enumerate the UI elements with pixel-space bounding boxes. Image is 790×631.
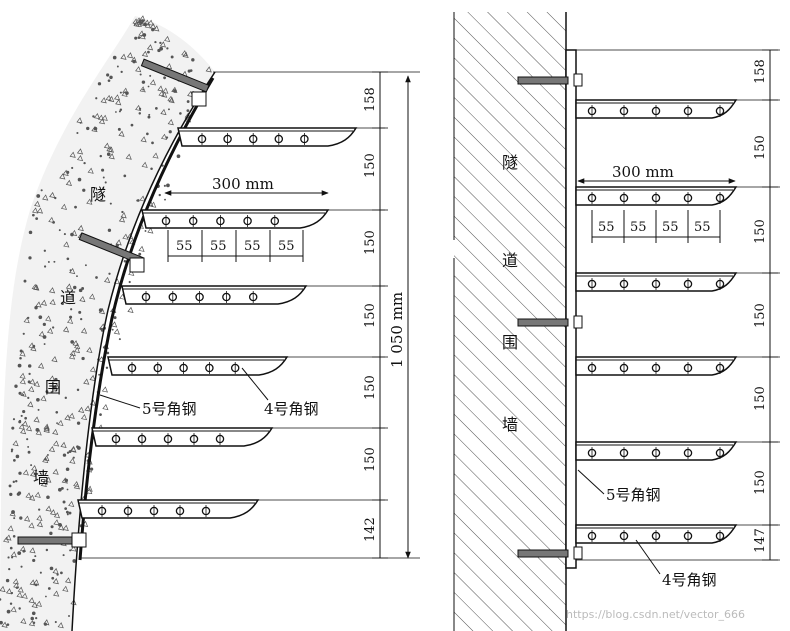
left-bracket-arm-5 (91, 427, 385, 447)
left-bracket-arm-6 (77, 499, 385, 519)
left-vdim-2: 150 (363, 153, 378, 178)
right-spacing-2: 55 (630, 220, 647, 235)
right-vdim-7: 147 (753, 528, 768, 553)
right-vdim-1: 158 (753, 59, 768, 84)
right-angle4-leader (635, 539, 661, 575)
right-bracket-arm-5 (575, 441, 780, 461)
left-vdim-3: 150 (363, 230, 378, 255)
right-anchor-bolt-2 (517, 315, 583, 329)
right-bracket-arm-3 (575, 272, 780, 292)
left-wall-char-2: 道 (60, 288, 76, 307)
right-angle5-leader (577, 469, 605, 495)
right-vdim-2: 150 (753, 135, 768, 160)
right-bracket-arm-6 (575, 524, 780, 544)
right-vertical-dim-chain: 158 150 150 150 150 150 147 (576, 49, 780, 561)
right-spacing-1: 55 (598, 220, 615, 235)
watermark: https://blog.csdn.net/vector_666 (566, 608, 745, 621)
right-hole-spacing-dims: 55 55 55 55 (591, 210, 721, 243)
right-vdim-5: 150 (753, 386, 768, 411)
left-bracket-arm-1 (177, 127, 385, 147)
right-spacing-4: 55 (694, 220, 711, 235)
right-width-label: 300 mm (612, 163, 674, 181)
right-vdim-6: 150 (753, 470, 768, 495)
left-anchor-bolt-2 (78, 232, 145, 273)
left-angle5-leader (99, 394, 141, 409)
left-vdim-7: 142 (363, 517, 378, 542)
left-width-label: 300 mm (212, 175, 274, 193)
left-wall-char-3: 围 (45, 378, 61, 397)
left-bracket-arm-4 (107, 356, 385, 376)
left-wall-char-4: 墙 (33, 468, 49, 487)
right-wall-char-2: 道 (502, 251, 518, 270)
left-concrete-texture (0, 15, 212, 629)
right-wall-char-1: 隧 (502, 153, 518, 172)
right-wall-char-4: 墙 (502, 415, 518, 434)
left-wall-char-1: 隧 (90, 185, 106, 204)
right-bracket-arm-1 (575, 99, 780, 119)
left-total-dim: 1 050 mm (388, 75, 411, 559)
right-spacing-3: 55 (662, 220, 679, 235)
left-5-angle-steel-post (78, 77, 215, 561)
right-figure: 隧 道 围 墙 300 mm 55 55 55 (453, 12, 780, 631)
left-spacing-2: 55 (210, 239, 227, 254)
left-spacing-3: 55 (244, 239, 261, 254)
right-bracket-arm-2 (575, 186, 780, 206)
left-vdim-5: 150 (363, 375, 378, 400)
left-bracket-arm-2 (141, 209, 385, 229)
right-bracket-arm-4 (575, 356, 780, 376)
left-figure: 300 mm 55 55 55 55 158 150 150 150 150 1… (0, 15, 420, 631)
left-wall-face (71, 71, 216, 631)
right-vdim-3: 150 (753, 219, 768, 244)
right-bracket-arms (575, 99, 780, 544)
left-angle4-label: 4号角钢 (264, 400, 319, 418)
left-anchor-bolt-1 (140, 58, 210, 107)
right-5-angle-steel-post (565, 49, 577, 569)
left-tunnel-wall (0, 16, 215, 631)
left-bracket-arms (77, 127, 385, 519)
right-vdim-4: 150 (753, 303, 768, 328)
right-angle4-label: 4号角钢 (662, 571, 717, 589)
left-vdim-6: 150 (363, 447, 378, 472)
left-angle5-label: 5号角钢 (142, 400, 197, 418)
left-spacing-4: 55 (278, 239, 295, 254)
right-wall-char-3: 围 (502, 333, 518, 352)
left-anchor-bolt-3 (17, 532, 87, 548)
left-angle4-leader (241, 367, 269, 401)
left-spacing-1: 55 (176, 239, 193, 254)
right-anchor-bolt-1 (517, 73, 583, 87)
right-anchor-bolt-3 (517, 546, 583, 560)
left-vdim-4: 150 (363, 303, 378, 328)
left-hole-spacing-dims: 55 55 55 55 (167, 230, 304, 262)
left-vertical-dim-chain: 158 150 150 150 150 150 142 (80, 71, 420, 559)
left-total-label: 1 050 mm (388, 292, 406, 368)
left-bracket-arm-3 (121, 285, 385, 305)
left-vdim-1: 158 (363, 87, 378, 112)
right-angle5-label: 5号角钢 (606, 486, 661, 504)
